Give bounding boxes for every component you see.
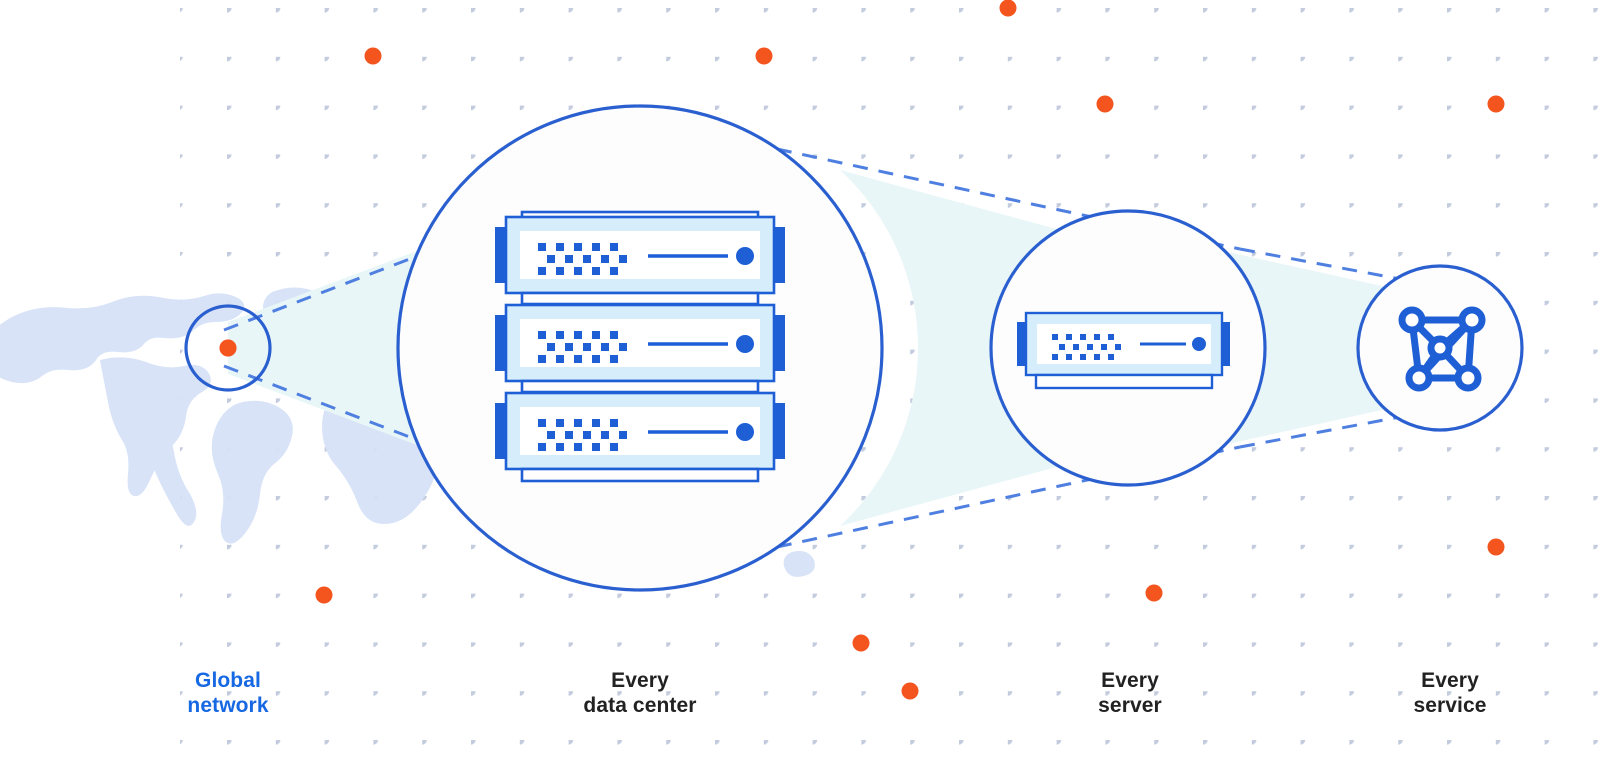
orange-accent-dot [901,682,919,700]
status-led-dot [736,423,754,441]
orange-accent-dot [755,47,773,65]
server-unit-2 [495,303,785,383]
orange-accent-dots [219,0,1505,700]
led-indicator-grid [538,419,627,451]
orange-accent-dot [219,339,237,357]
led-indicator-grid [1052,334,1121,360]
orange-accent-dot [1145,584,1163,602]
status-led-dot [1192,337,1206,351]
server-rack-icon [495,210,785,483]
status-led-dot [736,335,754,353]
server-unit-3 [495,391,785,471]
orange-accent-dot [315,586,333,604]
orange-accent-dot [1487,538,1505,556]
led-indicator-grid [538,331,627,363]
label-every-server: Every server [1098,669,1162,717]
single-server-icon [1017,311,1230,390]
label-global-network: Global network [187,669,269,717]
orange-accent-dot [364,47,382,65]
network-mesh-icon [1398,306,1486,392]
orange-accent-dot [1096,95,1114,113]
orange-accent-dot [999,0,1017,17]
label-every-service: Every service [1413,669,1487,717]
orange-accent-dot [1487,95,1505,113]
label-every-data-center: Every data center [583,669,697,717]
orange-accent-dot [852,634,870,652]
server-unit-1 [495,215,785,295]
status-led-dot [736,247,754,265]
led-indicator-grid [538,243,627,275]
